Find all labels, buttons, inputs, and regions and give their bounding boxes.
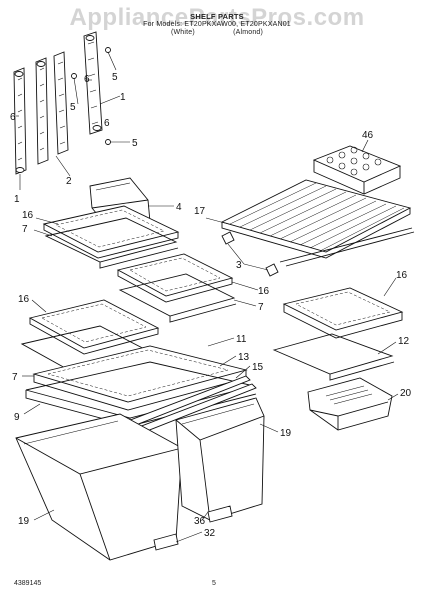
callout-6-mid: 6 bbox=[84, 74, 90, 85]
callout-15: 15 bbox=[252, 362, 264, 373]
shelf-rail-left bbox=[13, 67, 27, 175]
leader-lines bbox=[16, 51, 399, 543]
callout-6-right: 6 bbox=[104, 118, 110, 129]
callout-20: 20 bbox=[400, 388, 412, 399]
callout-11: 11 bbox=[236, 334, 247, 345]
model-numbers: For Models: ET20PKXAW00, ET20PKXAN01 bbox=[143, 21, 291, 28]
color-almond: (Almond) bbox=[233, 29, 264, 36]
callout-5-top: 5 bbox=[112, 72, 118, 83]
color-variants: (White) (Almond) bbox=[0, 29, 434, 36]
shelf-rail-mid-left bbox=[35, 57, 49, 165]
callout-7-lower: 7 bbox=[12, 372, 18, 383]
page-number: 5 bbox=[212, 580, 216, 587]
callout-19-left: 19 bbox=[18, 516, 30, 527]
meat-pan bbox=[307, 377, 393, 431]
callout-2: 2 bbox=[66, 176, 72, 187]
center-shelf bbox=[116, 253, 234, 303]
right-glass-shelf bbox=[282, 287, 404, 339]
shelf-rail-center bbox=[53, 51, 69, 155]
callout-12: 12 bbox=[398, 336, 410, 347]
callout-3: 3 bbox=[236, 260, 242, 271]
callout-labels: 6 1 2 6 5 5 5 1 6 4 16 7 16 7 16 7 11 13… bbox=[10, 72, 412, 539]
lower-left-shelf bbox=[28, 299, 160, 355]
document-number: 4389145 bbox=[14, 580, 42, 587]
dairy-holder bbox=[312, 145, 402, 195]
callout-1-right: 1 bbox=[120, 92, 126, 103]
callout-17: 17 bbox=[194, 206, 206, 217]
callout-16-upper: 16 bbox=[22, 210, 34, 221]
callout-6-left: 6 bbox=[10, 112, 16, 123]
callout-7-center: 7 bbox=[258, 302, 264, 313]
callout-5-lower: 5 bbox=[132, 138, 138, 149]
callout-1-bottom: 1 bbox=[14, 194, 20, 205]
callout-5-left: 5 bbox=[70, 102, 76, 113]
callout-32: 32 bbox=[204, 528, 216, 539]
callout-9: 9 bbox=[14, 412, 20, 423]
callout-46: 46 bbox=[362, 130, 374, 141]
color-white: (White) bbox=[170, 29, 195, 36]
shelf-rail-right bbox=[83, 31, 103, 135]
callout-13: 13 bbox=[238, 352, 250, 363]
callout-4: 4 bbox=[176, 202, 182, 213]
shelf-clips bbox=[221, 231, 279, 277]
center-shelf-frame bbox=[118, 273, 237, 323]
callout-19-right: 19 bbox=[280, 428, 292, 439]
callout-16-right: 16 bbox=[396, 270, 408, 281]
upper-left-shelf bbox=[42, 205, 180, 259]
callout-7-upper: 7 bbox=[22, 224, 28, 235]
crisper-drawer-left bbox=[15, 413, 183, 561]
wide-glass-shelf bbox=[32, 345, 248, 411]
callout-36: 36 bbox=[194, 516, 206, 527]
callout-16-center: 16 bbox=[258, 286, 270, 297]
diagram-title: SHELF PARTS bbox=[190, 12, 244, 21]
upper-left-shelf-frame bbox=[44, 217, 179, 269]
right-shelf-frame bbox=[272, 333, 395, 381]
wire-shelf bbox=[220, 179, 415, 267]
callout-16-lower: 16 bbox=[18, 294, 30, 305]
crisper-drawer-right bbox=[175, 397, 265, 523]
